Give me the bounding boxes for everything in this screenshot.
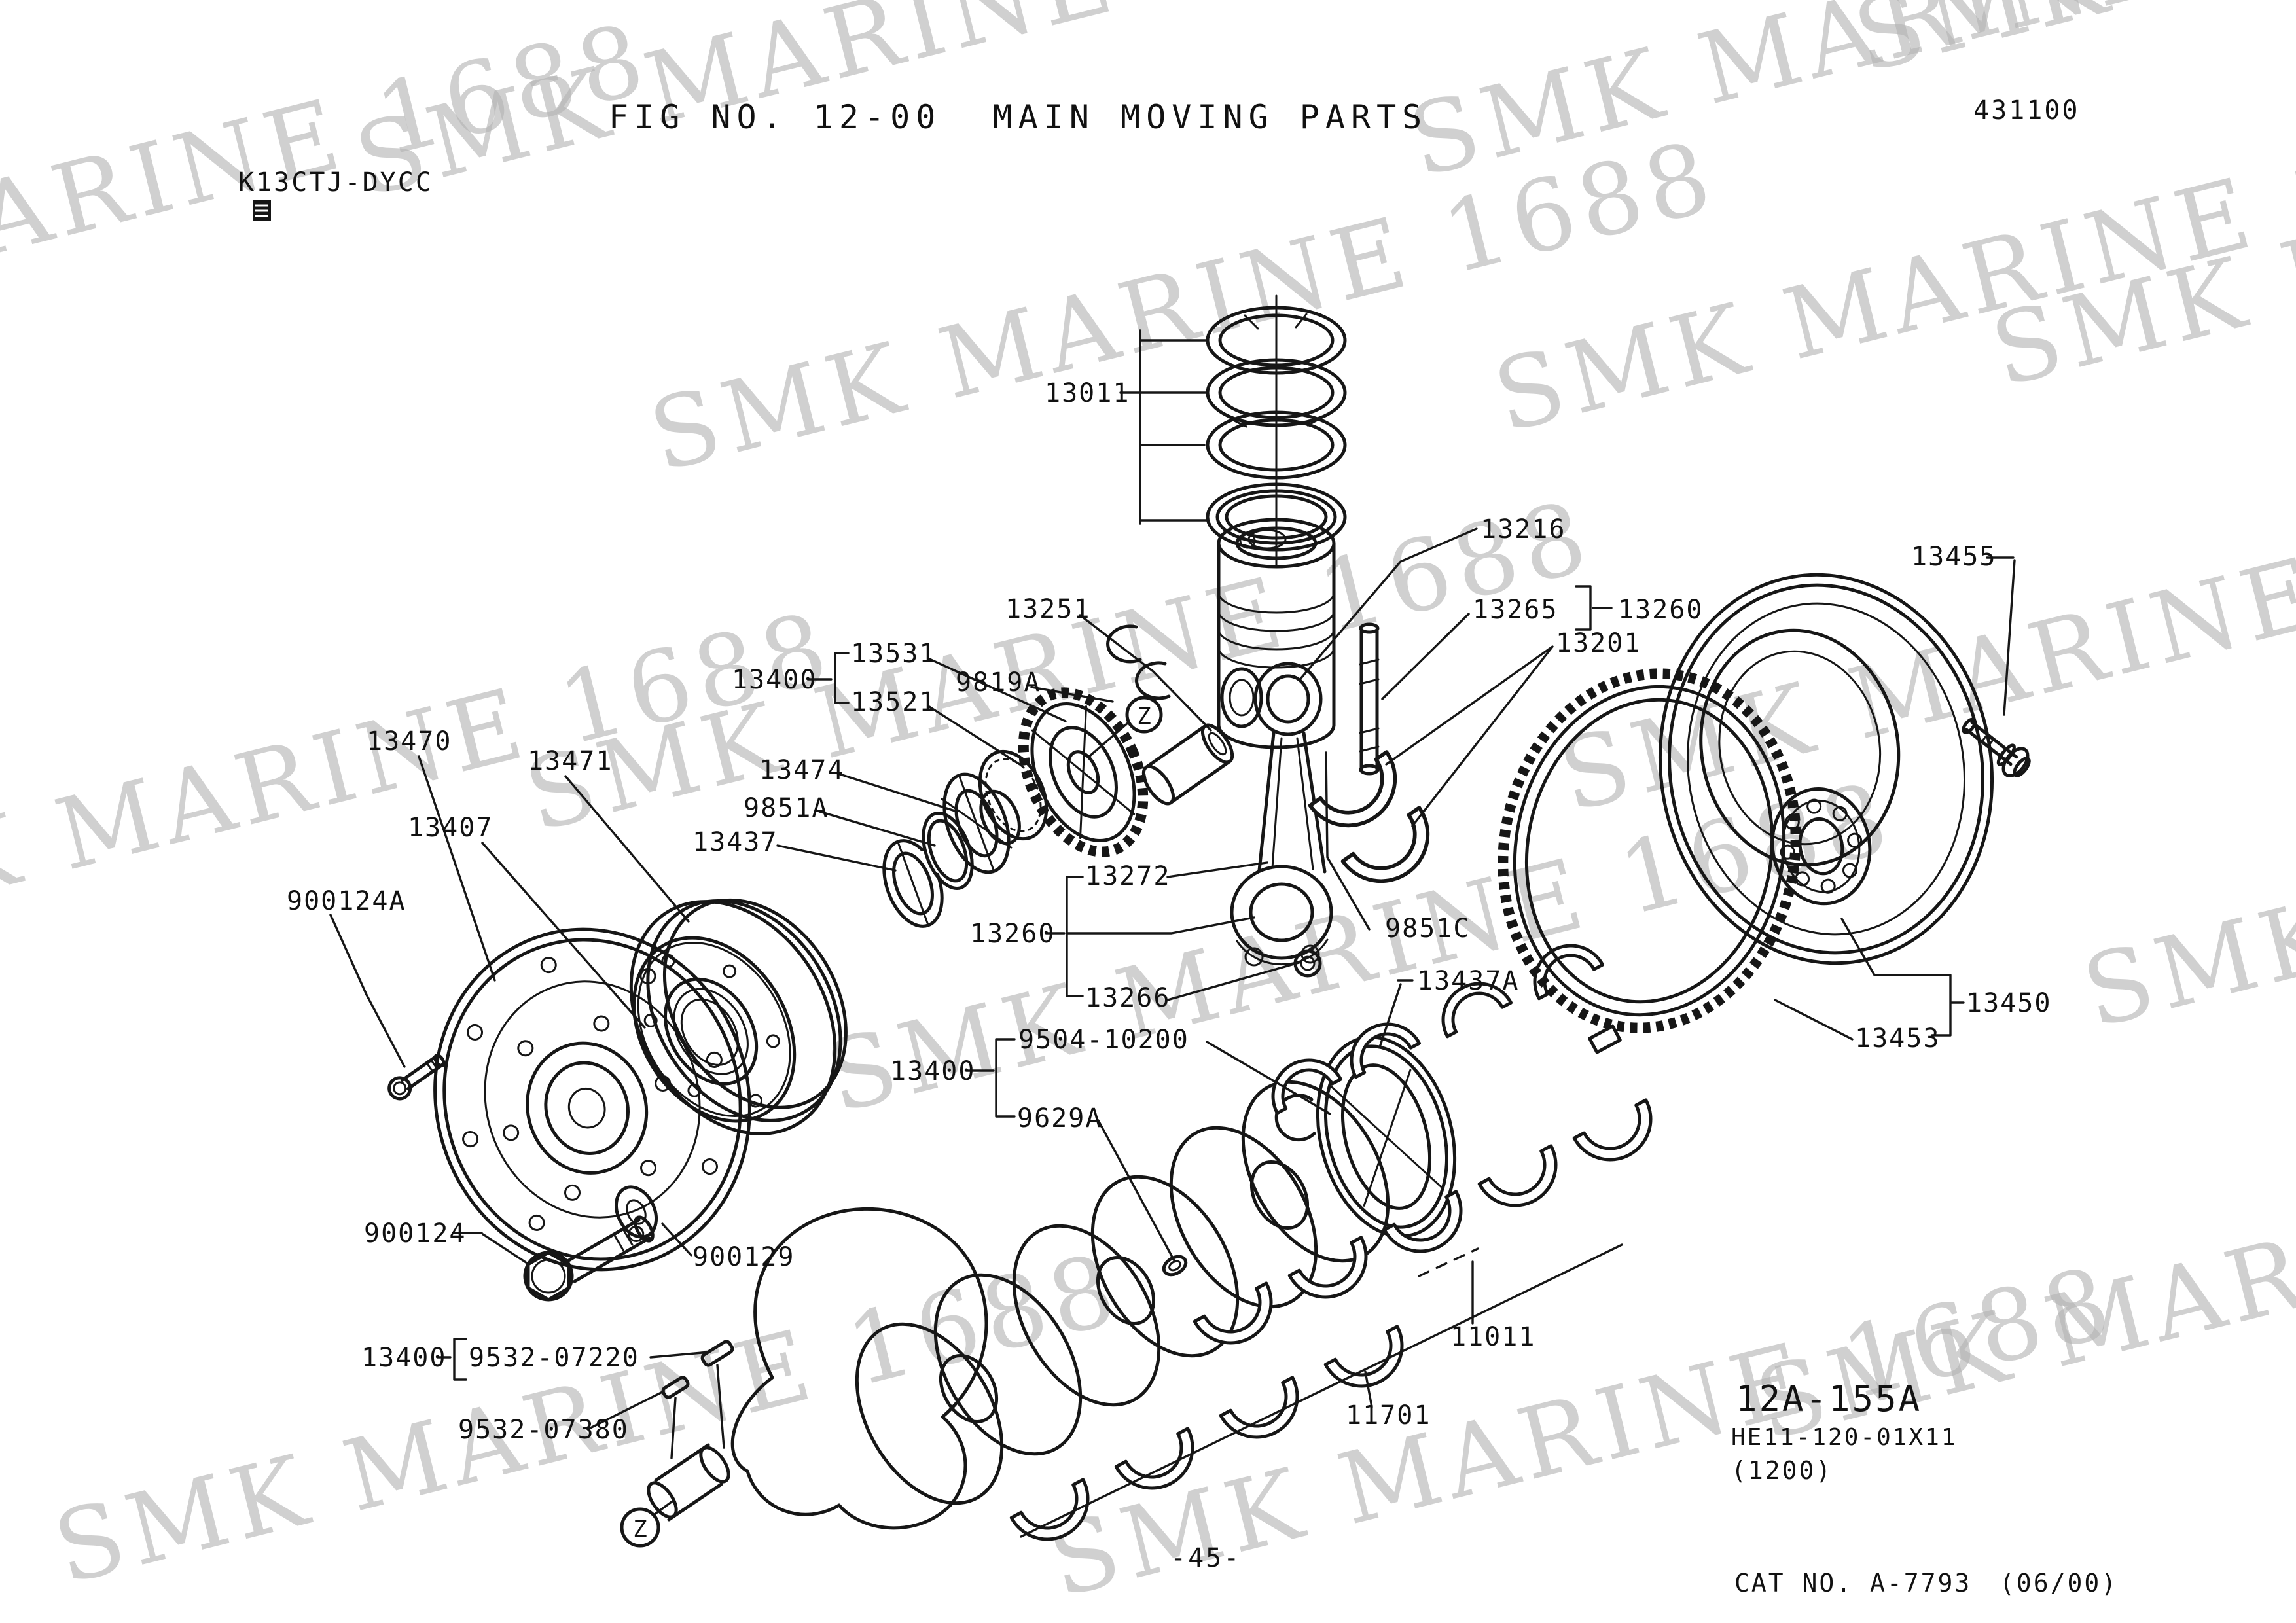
flywheel-bolt	[1962, 717, 2031, 777]
part-label-13260-bolt: 13260	[1618, 595, 1703, 625]
crank-bolt-washer	[615, 1185, 658, 1239]
part-label-13471: 13471	[528, 746, 613, 776]
part-label-9851C: 9851C	[1385, 914, 1470, 944]
part-label-13531: 13531	[851, 639, 936, 669]
watermark-text: SMK MARINE 1688	[1844, 0, 2296, 95]
part-label-13265: 13265	[1473, 595, 1558, 625]
flywheel	[1658, 573, 1994, 965]
z-symbol-label: Z	[1137, 703, 1151, 730]
main-bearing-shells	[1011, 933, 1665, 1554]
catalog-date: (06/00)	[2000, 1569, 2118, 1597]
figure-detail: HE11-120-01X11	[1731, 1424, 1957, 1451]
part-label-9504-10200: 9504-10200	[1018, 1025, 1189, 1055]
part-label-13450: 13450	[1966, 988, 2051, 1018]
piston	[1217, 518, 1336, 749]
circlip	[1106, 624, 1171, 700]
z-symbol-gear: Z	[1088, 696, 1163, 758]
figure-detail2: (1200)	[1731, 1456, 1833, 1485]
part-label-900124A: 900124A	[287, 886, 406, 916]
doc-number: 431100	[1973, 96, 2080, 126]
damper-pulley	[433, 927, 751, 1272]
model-code: K13CTJ-DYCC	[238, 168, 433, 198]
piston-pin	[1141, 723, 1234, 806]
piston-ring-set	[1206, 294, 1347, 568]
figure-title: FIG NO. 12-00 MAIN MOVING PARTS	[609, 98, 1427, 136]
crank-pulley	[629, 898, 848, 1135]
part-label-13216: 13216	[1480, 514, 1566, 544]
part-label-13272: 13272	[1085, 861, 1170, 891]
bearing	[922, 811, 974, 891]
part-label-9532-07380: 9532-07380	[458, 1415, 629, 1445]
conrod-bolt	[1359, 622, 1380, 776]
part-label-13400-keys: 13400	[361, 1343, 446, 1373]
part-label-900129: 900129	[692, 1242, 795, 1272]
part-label-13400-gears: 13400	[732, 665, 817, 695]
z-symbol-label: Z	[633, 1516, 647, 1543]
camshaft-drive-gear	[1018, 687, 1149, 857]
catalog-number: CAT NO. A-7793	[1734, 1569, 1971, 1597]
part-labels: 13011 13216 13265 13260 13251 9819A 1320…	[287, 378, 2051, 1445]
page-number: -45-	[1170, 1543, 1241, 1573]
part-label-13455: 13455	[1911, 542, 1996, 572]
part-label-900124: 900124	[364, 1219, 467, 1249]
part-label-13400-crank: 13400	[890, 1056, 975, 1086]
washer	[882, 839, 944, 928]
figure-ref: 12A-155A	[1736, 1378, 1922, 1419]
part-label-13266: 13266	[1085, 983, 1170, 1013]
part-label-11011: 11011	[1450, 1322, 1535, 1352]
part-label-13437A: 13437A	[1417, 966, 1520, 996]
part-label-13453: 13453	[1855, 1024, 1940, 1054]
part-label-11701: 11701	[1346, 1400, 1431, 1431]
part-label-13474: 13474	[759, 755, 844, 785]
stamp-icon	[253, 200, 271, 221]
part-label-9819A: 9819A	[956, 668, 1041, 698]
z-symbol-crank: Z	[620, 1499, 675, 1548]
part-label-9629A: 9629A	[1017, 1103, 1102, 1133]
crank-bevel-gear	[978, 749, 1049, 846]
watermark-text: SMK MARINE 1688	[2073, 675, 2296, 1050]
part-label-13201: 13201	[1556, 628, 1641, 658]
part-label-13470: 13470	[367, 726, 452, 757]
part-label-13407: 13407	[408, 813, 493, 843]
part-label-13251: 13251	[1005, 594, 1090, 624]
part-label-13260-rod: 13260	[970, 919, 1055, 949]
small-washer	[1162, 1255, 1188, 1277]
part-label-9851A: 9851A	[744, 793, 829, 823]
part-label-9532-07220: 9532-07220	[469, 1343, 639, 1373]
part-label-13521: 13521	[851, 687, 936, 717]
leader-lines	[329, 329, 2016, 1538]
woodruff-key-07220	[700, 1340, 734, 1367]
part-label-13437: 13437	[692, 827, 778, 857]
part-label-13011: 13011	[1045, 378, 1130, 408]
woodruff-key-07380	[661, 1376, 690, 1399]
connecting-rod	[1230, 662, 1333, 978]
thrust-plate	[1588, 1024, 1622, 1054]
damper-bolt	[387, 1054, 446, 1101]
